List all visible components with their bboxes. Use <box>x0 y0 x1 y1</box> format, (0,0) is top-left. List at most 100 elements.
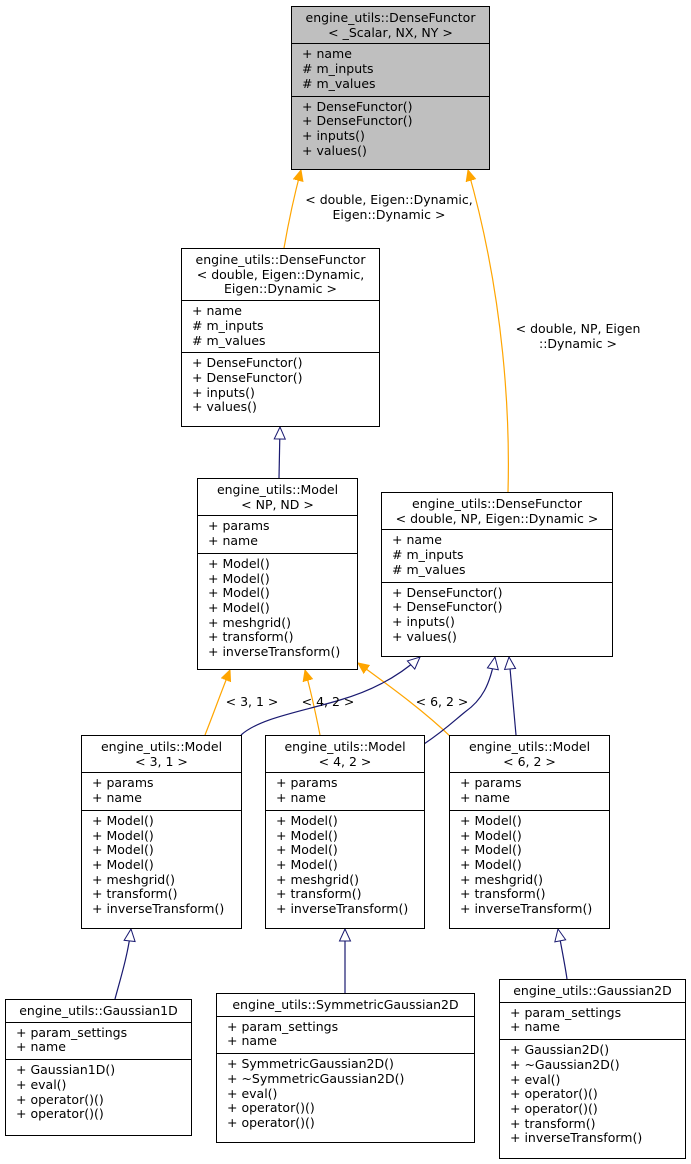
class-title-section: engine_utils::Model< 3, 1 > <box>82 736 241 772</box>
class-method: + Model() <box>276 856 338 872</box>
class-method: + inverseTransform() <box>208 644 341 660</box>
class-densefunctor-double-np[interactable]: engine_utils::DenseFunctor< double, NP, … <box>381 492 613 657</box>
class-method: + Model() <box>92 856 154 872</box>
class-name-line: engine_utils::DenseFunctor <box>195 252 366 267</box>
edge-model62-inherits-dense-np <box>509 657 517 736</box>
class-model-3-1[interactable]: engine_utils::Model< 3, 1 >+ params+ nam… <box>81 735 242 929</box>
edge-dense-dd-to-template <box>283 170 301 249</box>
class-name-line: < double, Eigen::Dynamic, <box>196 266 365 282</box>
class-name-line: < 4, 2 > <box>318 753 372 769</box>
class-method: + Model() <box>460 827 522 843</box>
class-attributes-section: + param_settings+ name <box>6 1021 191 1059</box>
class-methods-section: + DenseFunctor()+ DenseFunctor()+ inputs… <box>292 95 489 163</box>
class-attributes-section: + param_settings+ name <box>217 1015 474 1053</box>
class-method: + DenseFunctor() <box>392 584 503 600</box>
class-method: + Model() <box>276 812 338 828</box>
class-methods-section: + Gaussian1D()+ eval()+ operator()()+ op… <box>6 1059 191 1126</box>
class-name-line: < NP, ND > <box>241 496 314 512</box>
class-model-4-2[interactable]: engine_utils::Model< 4, 2 >+ params+ nam… <box>265 735 425 929</box>
class-method: + Model() <box>92 827 154 843</box>
class-methods-section: + Model()+ Model()+ Model()+ Model()+ me… <box>450 809 609 921</box>
class-method: + Gaussian2D() <box>510 1042 610 1058</box>
class-title-section: engine_utils::SymmetricGaussian2D <box>217 994 474 1016</box>
class-method: + operator()() <box>227 1100 315 1116</box>
class-method: + values() <box>302 142 367 158</box>
edge-model31-to-model-template <box>204 670 230 736</box>
class-attribute: + name <box>510 1019 560 1035</box>
class-name-line: < _Scalar, NX, NY > <box>328 24 453 40</box>
class-method: + DenseFunctor() <box>192 355 303 371</box>
class-method: + DenseFunctor() <box>302 98 413 114</box>
class-name-line: engine_utils::DenseFunctor <box>305 10 476 25</box>
class-attribute: # m_inputs <box>392 547 464 563</box>
class-method: + Model() <box>208 570 270 586</box>
class-method: + eval() <box>16 1076 67 1092</box>
class-method: + meshgrid() <box>460 871 543 887</box>
class-name-line: engine_utils::SymmetricGaussian2D <box>232 997 459 1012</box>
class-model-6-2[interactable]: engine_utils::Model< 6, 2 >+ params+ nam… <box>449 735 610 929</box>
class-method: + inputs() <box>192 384 255 400</box>
class-methods-section: + SymmetricGaussian2D()+ ~SymmetricGauss… <box>217 1053 474 1135</box>
class-densefunctor-template[interactable]: engine_utils::DenseFunctor< _Scalar, NX,… <box>291 6 490 170</box>
class-attribute: + params <box>208 518 270 534</box>
class-methods-section: + Model()+ Model()+ Model()+ Model()+ me… <box>198 552 357 664</box>
edge-label-4-2: < 4, 2 > <box>301 694 355 709</box>
class-attribute: + name <box>92 790 142 806</box>
edge-label-6-2: < 6, 2 > <box>415 694 469 709</box>
class-attribute: + params <box>276 775 338 791</box>
class-attribute: + name <box>392 532 442 548</box>
class-method: + meshgrid() <box>208 614 291 630</box>
class-method: + Model() <box>460 812 522 828</box>
class-name-line: engine_utils::Model <box>284 739 406 754</box>
edge-label-double-dynamic: < double, Eigen::Dynamic, Eigen::Dynamic… <box>305 192 473 222</box>
class-method: + Model() <box>208 585 270 601</box>
class-method: + operator()() <box>16 1091 104 1107</box>
class-model-template[interactable]: engine_utils::Model< NP, ND >+ params+ n… <box>197 478 358 670</box>
edge-model42-inherits-dense-np <box>423 657 495 745</box>
class-name-line: < double, NP, Eigen::Dynamic > <box>395 510 599 526</box>
class-attribute: + param_settings <box>510 1004 622 1020</box>
class-gaussian1d[interactable]: engine_utils::Gaussian1D+ param_settings… <box>5 999 192 1136</box>
class-method: + values() <box>192 399 257 415</box>
edge-dense-np-to-template <box>468 170 509 493</box>
edge-model-template-inherits-dense-dd <box>279 427 280 479</box>
class-method: + transform() <box>276 886 362 902</box>
class-densefunctor-double-dynamic[interactable]: engine_utils::DenseFunctor< double, Eige… <box>181 248 380 427</box>
class-method: + Model() <box>460 856 522 872</box>
class-method: + Model() <box>208 599 270 615</box>
class-attribute: # m_values <box>192 332 266 348</box>
class-gaussian2d[interactable]: engine_utils::Gaussian2D+ param_settings… <box>499 979 686 1159</box>
edge-model31-inherits-dense-np <box>240 657 420 736</box>
class-attribute: # m_values <box>302 75 376 91</box>
class-method: + values() <box>392 628 457 644</box>
class-attributes-section: + params+ name <box>82 772 241 809</box>
class-title-section: engine_utils::DenseFunctor< double, NP, … <box>382 493 612 529</box>
class-attribute: + name <box>302 46 352 62</box>
class-attribute: + name <box>208 533 258 549</box>
class-name-line: < 3, 1 > <box>135 753 188 769</box>
class-method: + inverseTransform() <box>460 901 593 917</box>
edge-label-double-np: < double, NP, Eigen ::Dynamic > <box>515 321 641 351</box>
class-method: + inverseTransform() <box>276 901 409 917</box>
class-name-line: engine_utils::Gaussian2D <box>513 983 672 998</box>
class-name-line: engine_utils::Model <box>100 739 223 754</box>
class-title-section: engine_utils::DenseFunctor< _Scalar, NX,… <box>292 7 489 43</box>
class-method: + Model() <box>276 842 338 858</box>
class-attribute: # m_inputs <box>302 61 374 77</box>
class-attributes-section: + name# m_inputs# m_values <box>182 300 379 352</box>
class-symmetricgaussian2d[interactable]: engine_utils::SymmetricGaussian2D+ param… <box>216 993 475 1143</box>
class-attribute: + name <box>227 1033 277 1049</box>
class-attribute: + params <box>92 775 154 791</box>
class-attribute: + name <box>276 790 326 806</box>
class-attribute: # m_values <box>392 561 466 577</box>
class-attribute: + name <box>16 1039 66 1055</box>
class-title-section: engine_utils::DenseFunctor< double, Eige… <box>182 249 379 300</box>
class-attribute: + name <box>192 303 242 319</box>
class-method: + Model() <box>276 827 338 843</box>
class-attributes-section: + params+ name <box>450 772 609 809</box>
class-method: + transform() <box>510 1115 596 1131</box>
class-name-line: engine_utils::DenseFunctor <box>412 496 582 511</box>
class-method: + inverseTransform() <box>92 901 225 917</box>
class-method: + DenseFunctor() <box>302 113 413 129</box>
class-attributes-section: + name# m_inputs# m_values <box>382 529 612 581</box>
